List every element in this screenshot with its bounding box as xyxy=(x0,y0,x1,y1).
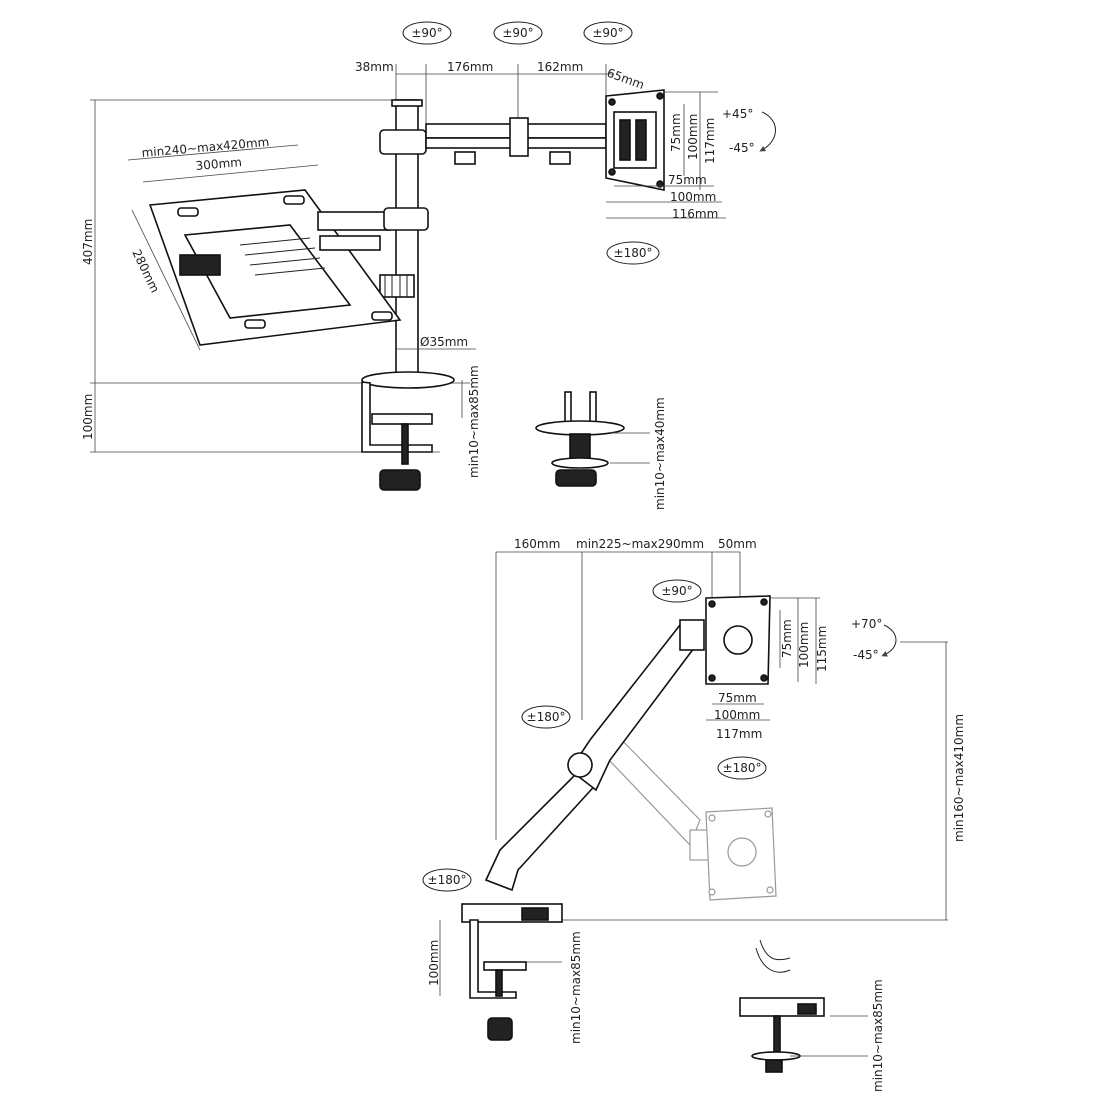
svg-text:Ø35mm: Ø35mm xyxy=(420,335,468,349)
svg-text:±90°: ±90° xyxy=(592,26,623,40)
monitor-arm-top xyxy=(379,117,607,165)
svg-text:117mm: 117mm xyxy=(716,727,762,741)
svg-text:75mm: 75mm xyxy=(718,691,757,705)
rotation-badge-bottom-4: ±180° xyxy=(422,868,472,892)
rotation-badge-bottom-1: ±90° xyxy=(652,579,702,603)
svg-text:100mm: 100mm xyxy=(81,394,95,440)
laptop-tray xyxy=(148,189,429,346)
svg-text:min10~max85mm: min10~max85mm xyxy=(467,365,481,478)
pole-diameter-label: Ø35mm xyxy=(396,335,476,350)
gas-spring-arm xyxy=(461,619,705,923)
vesa-plate-bottom xyxy=(705,595,771,685)
svg-text:±90°: ±90° xyxy=(661,584,692,598)
svg-text:75mm: 75mm xyxy=(780,619,794,658)
svg-text:+45°: +45° xyxy=(722,107,753,121)
svg-text:±180°: ±180° xyxy=(723,761,762,775)
bottom-height-dims: min160~max410mm xyxy=(530,641,966,921)
svg-text:min225~max290mm: min225~max290mm xyxy=(576,537,704,551)
tilt-indicator-top: +45° -45° xyxy=(722,107,776,155)
svg-text:-45°: -45° xyxy=(853,648,879,662)
svg-text:300mm: 300mm xyxy=(195,155,242,173)
svg-text:75mm: 75mm xyxy=(668,173,707,187)
grommet-option-top: min10~max40mm xyxy=(535,391,667,510)
vesa-plate-top xyxy=(605,89,665,191)
vesa-dims-top: 75mm 100mm 117mm 75mm 100mm 116mm xyxy=(606,91,726,221)
rotation-badge-top-2: ±90° xyxy=(493,21,543,45)
svg-text:min10~max85mm: min10~max85mm xyxy=(871,979,885,1092)
rotation-badge-top-4: ±180° xyxy=(606,241,660,265)
svg-text:176mm: 176mm xyxy=(447,60,493,74)
svg-text:±90°: ±90° xyxy=(502,26,533,40)
vesa-dims-bottom: 75mm 100mm 115mm 75mm 100mm 117mm xyxy=(706,597,829,741)
svg-text:117mm: 117mm xyxy=(703,118,717,164)
rotation-badge-top-1: ±90° xyxy=(402,21,452,45)
bottom-width-dims: 160mm min225~max290mm 50mm xyxy=(495,537,757,840)
svg-text:-45°: -45° xyxy=(729,141,755,155)
svg-text:116mm: 116mm xyxy=(672,207,718,221)
svg-text:±180°: ±180° xyxy=(614,246,653,260)
svg-text:75mm: 75mm xyxy=(669,113,683,152)
tilt-indicator-bottom: +70° -45° xyxy=(851,617,897,662)
svg-text:160mm: 160mm xyxy=(514,537,560,551)
svg-text:100mm: 100mm xyxy=(427,940,441,986)
svg-text:280mm: 280mm xyxy=(129,247,162,295)
svg-text:min160~max410mm: min160~max410mm xyxy=(952,714,966,842)
svg-text:162mm: 162mm xyxy=(537,60,583,74)
grommet-option-bottom: min10~max85mm xyxy=(739,939,885,1092)
svg-text:65mm: 65mm xyxy=(605,66,646,92)
svg-text:+70°: +70° xyxy=(851,617,882,631)
svg-text:50mm: 50mm xyxy=(718,537,757,551)
gas-arm-lowered-ghost xyxy=(589,727,777,901)
svg-text:±180°: ±180° xyxy=(527,710,566,724)
svg-text:100mm: 100mm xyxy=(686,114,700,160)
top-arm-diagram: ±90° ±90° ±90° ±180° +45° -45° 38mm xyxy=(81,21,776,510)
svg-text:±90°: ±90° xyxy=(411,26,442,40)
rotation-badge-top-3: ±90° xyxy=(583,21,633,45)
desk-clamp-top: min10~max85mm xyxy=(361,365,481,491)
svg-text:100mm: 100mm xyxy=(797,622,811,668)
svg-text:min10~max85mm: min10~max85mm xyxy=(569,931,583,1044)
bottom-arm-diagram: 160mm min225~max290mm 50mm ±90° ±180° ±1… xyxy=(422,537,966,1092)
svg-text:115mm: 115mm xyxy=(815,626,829,672)
svg-text:407mm: 407mm xyxy=(81,219,95,265)
svg-text:min10~max40mm: min10~max40mm xyxy=(653,397,667,510)
desk-clamp-bottom: 100mm min10~max85mm xyxy=(427,919,583,1044)
svg-text:±180°: ±180° xyxy=(428,873,467,887)
rotation-badge-bottom-2: ±180° xyxy=(521,705,571,729)
rotation-badge-bottom-3: ±180° xyxy=(717,756,767,780)
svg-text:min240~max420mm: min240~max420mm xyxy=(141,135,270,160)
svg-text:100mm: 100mm xyxy=(670,190,716,204)
svg-text:38mm: 38mm xyxy=(355,60,394,74)
svg-text:100mm: 100mm xyxy=(714,708,760,722)
